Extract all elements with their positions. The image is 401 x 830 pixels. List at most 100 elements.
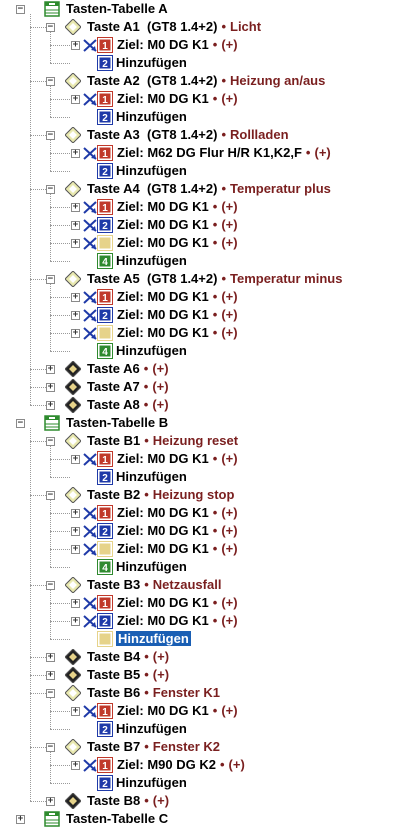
key-expander[interactable]: − [46,22,55,32]
add-item[interactable]: Hinzufügen [116,720,187,738]
key-name: Taste A8 [87,397,140,412]
target-expander[interactable]: + [71,238,80,248]
key-expander[interactable]: + [46,652,55,662]
key-expander[interactable]: + [46,796,55,806]
target-name: Ziel: M0 DG K1 [117,613,209,628]
target-arrow-icon [82,451,98,467]
target-expander[interactable]: + [71,760,80,770]
target-arrow-icon [82,307,98,323]
target-expander[interactable]: + [71,598,80,608]
add-item[interactable]: Hinzufügen [116,108,187,126]
key-expander[interactable]: − [46,490,55,500]
separator-dot: • [144,667,149,682]
add-item[interactable]: Hinzufügen [116,54,187,72]
table-expander[interactable]: − [16,4,25,14]
target-expander[interactable]: + [71,526,80,536]
target-plus: (+) [221,199,238,214]
tree-line [50,765,70,766]
tree-line [30,441,50,442]
key-expander[interactable]: − [46,76,55,86]
target-expander[interactable]: + [71,220,80,230]
key-label: Taste A3 (GT8 1.4+2)•Rollladen [87,126,289,144]
key-expander[interactable]: − [46,130,55,140]
key-model: (GT8 1.4+2) [146,127,218,142]
target-arrow-icon [82,541,98,557]
key-label: Taste A8•(+) [87,396,169,414]
tree-line [50,225,70,226]
key-expander[interactable]: − [46,274,55,284]
add-label: Hinzufügen [116,55,187,70]
target-name: Ziel: M0 DG K1 [117,451,209,466]
target-expander[interactable]: + [71,202,80,212]
target-expander[interactable]: + [71,148,80,158]
key-expander[interactable]: + [46,382,55,392]
target-expander[interactable]: + [71,328,80,338]
target-expander[interactable]: + [71,616,80,626]
tree-line [50,297,70,298]
key-expander[interactable]: − [46,184,55,194]
tree-line [30,747,50,748]
add-item[interactable]: Hinzufügen [116,558,187,576]
svg-text:1: 1 [102,455,108,466]
target-expander[interactable]: + [71,310,80,320]
target-expander[interactable]: + [71,292,80,302]
tree-line [50,711,70,712]
key-description: Heizung stop [152,487,235,502]
tree-line [30,279,50,280]
tree-line [30,14,31,405]
add-item[interactable]: Hinzufügen [116,774,187,792]
key-label: Taste B3•Netzausfall [87,576,221,594]
separator-dot: • [212,235,218,250]
key-diamond-icon [64,486,82,504]
badge-3-icon: 3 [97,541,113,557]
target-arrow-icon [82,613,98,629]
separator-dot: • [144,793,149,808]
separator-dot: • [143,397,149,412]
target-expander[interactable]: + [71,508,80,518]
add-item[interactable]: Hinzufügen [116,162,187,180]
key-label: Taste A7•(+) [87,378,169,396]
key-expander[interactable]: − [46,742,55,752]
badge-2-icon: 2 [97,721,113,737]
add-item[interactable]: Hinzufügen [116,342,187,360]
key-diamond-icon [64,180,82,198]
separator-dot: • [221,19,226,34]
table-expander[interactable]: + [16,814,25,824]
target-expander[interactable]: + [71,706,80,716]
tree-line [30,369,50,370]
badge-2-icon: 2 [97,523,113,539]
target-plus: (+) [221,91,238,106]
separator-dot: • [212,37,218,52]
key-expander[interactable]: − [46,580,55,590]
key-diamond-icon [64,684,82,702]
svg-text:2: 2 [102,779,108,790]
key-name: Taste A4 [87,181,140,196]
add-item[interactable]: Hinzufügen [116,468,187,486]
target-expander[interactable]: + [71,454,80,464]
key-expander[interactable]: + [46,400,55,410]
target-label: Ziel: M0 DG K1•(+) [117,288,238,306]
tree-line [50,333,70,334]
target-arrow-icon [82,145,98,161]
badge-1-icon: 1 [97,199,113,215]
table-expander[interactable]: − [16,418,25,428]
target-expander[interactable]: + [71,94,80,104]
key-expander[interactable]: − [46,436,55,446]
key-expander[interactable]: + [46,670,55,680]
target-label: Ziel: M0 DG K1•(+) [117,36,238,54]
key-label: Taste A6•(+) [87,360,169,378]
add-item-selected[interactable]: Hinzufügen [116,630,191,648]
separator-dot: • [221,73,226,88]
svg-text:3: 3 [102,329,108,340]
key-expander[interactable]: + [46,364,55,374]
key-expander[interactable]: − [46,688,55,698]
key-diamond-icon [64,432,82,450]
add-item[interactable]: Hinzufügen [116,252,187,270]
tree-line [30,657,50,658]
key-name: Taste A5 [87,271,140,286]
separator-dot: • [144,487,149,502]
target-expander[interactable]: + [71,544,80,554]
target-expander[interactable]: + [71,40,80,50]
target-plus: (+) [221,217,238,232]
